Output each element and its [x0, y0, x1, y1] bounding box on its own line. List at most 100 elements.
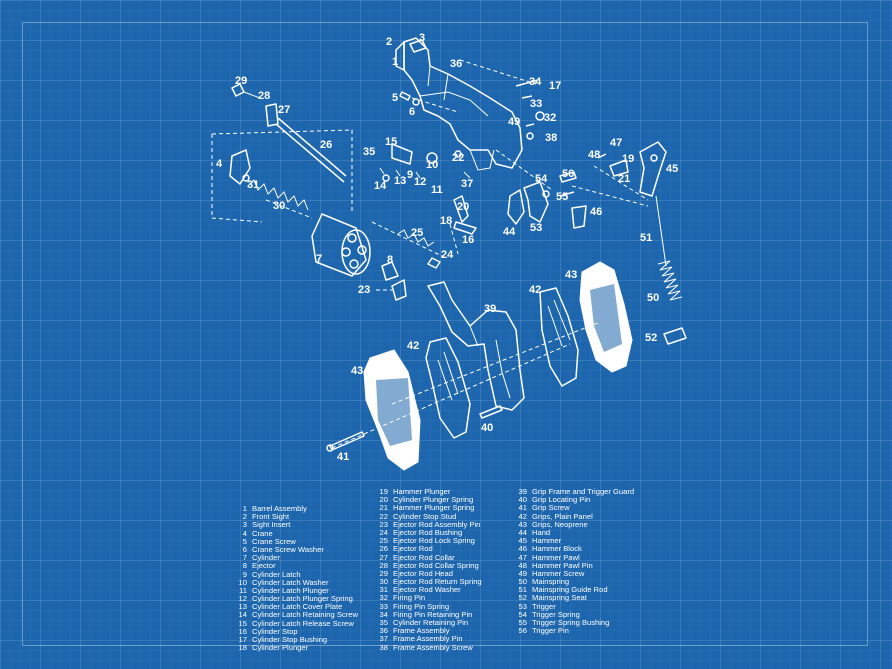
legend-entry-number: 34 [379, 609, 388, 619]
label-50: 50 [647, 292, 659, 304]
part-grip-plain-left [425, 337, 471, 439]
legend-entry-name: Hammer Plunger Spring [393, 503, 475, 513]
legend-entry-number: 15 [238, 618, 247, 628]
legend-entry-name: Grips, Plain Panel [532, 511, 593, 521]
legend-entry-name: Grip Screw [532, 503, 570, 513]
legend-entry-number: 32 [379, 593, 388, 603]
legend-entry-number: 30 [379, 577, 388, 587]
legend-entry-number: 20 [379, 495, 388, 505]
legend-entry-name: Front Sight [252, 512, 290, 522]
legend-entry-number: 43 [518, 519, 527, 529]
label-16: 16 [462, 234, 474, 246]
label-24: 24 [441, 249, 454, 261]
label-23: 23 [358, 284, 370, 296]
legend-entry-name: Frame Assembly [393, 626, 450, 636]
label-34: 34 [529, 76, 542, 88]
legend-entry-number: 46 [518, 544, 527, 554]
legend-entry-name: Crane [252, 528, 273, 538]
legend-entry-name: Cylinder Stop Bushing [252, 635, 328, 644]
legend-entry-name: Hammer [532, 536, 562, 546]
legend-entry: 1 Barrel Assembly [233, 504, 358, 513]
legend-entry-name: Barrel Assembly [252, 504, 307, 513]
label-42a: 42 [407, 340, 419, 352]
legend-entry: 26 Ejector Rod [374, 545, 482, 553]
legend-entry-name: Firing Pin [393, 593, 426, 603]
legend-entry-name: Trigger Spring Bushing [532, 618, 610, 627]
legend-entry-name: Cylinder Latch Retaining Screw [252, 610, 358, 620]
label-41: 41 [337, 451, 349, 463]
legend-entry-name: Grip Locating Pin [532, 495, 591, 505]
label-44: 44 [503, 226, 516, 238]
legend-entry-number: 18 [238, 643, 247, 653]
legend-entry-number: 27 [379, 552, 388, 562]
legend-entry-name: Cylinder Retaining Pin [393, 618, 469, 627]
legend-entry: 18 Cylinder Plunger [233, 643, 358, 653]
legend-entry-name: Ejector Rod [393, 544, 433, 554]
legend-entry-name: Sight Insert [252, 520, 291, 530]
part-ejector [381, 261, 407, 301]
legend-entry-number: 35 [379, 618, 388, 627]
legend-entry-name: Ejector Rod Lock Spring [393, 536, 475, 546]
part-trigger-group [507, 171, 587, 229]
legend-entry-number: 37 [379, 634, 388, 644]
part-crane [229, 149, 251, 185]
legend-entry-name: Cylinder Plunger [252, 643, 309, 653]
legend-entry-number: 38 [379, 642, 388, 652]
label-14: 14 [374, 180, 387, 192]
part-grip-neoprene-left [363, 349, 421, 471]
label-47: 47 [610, 137, 622, 149]
label-5: 5 [392, 92, 398, 104]
legend-entry-name: Cylinder Stop [252, 626, 298, 636]
label-49: 49 [508, 116, 520, 128]
label-42b: 42 [529, 284, 541, 296]
legend-entry-name: Hammer Plunger [393, 487, 451, 496]
label-40: 40 [481, 422, 493, 434]
legend-entry-number: 25 [379, 536, 388, 546]
legend-entry-name: Cylinder Latch [252, 569, 301, 579]
part-grip-neoprene-right [579, 261, 633, 373]
legend-entry-number: 2 [242, 512, 247, 522]
label-10: 10 [426, 159, 438, 171]
legend-entry-name: Trigger Pin [532, 626, 569, 636]
label-54: 54 [535, 173, 548, 185]
part-labels: 1 2 3 4 5 6 7 8 9 10 11 12 13 14 15 16 1… [216, 32, 678, 463]
label-31: 31 [247, 179, 259, 191]
label-26: 26 [320, 139, 332, 151]
legend-entry: 21 Hammer Plunger Spring [374, 504, 482, 512]
part-crane-screw [399, 91, 420, 106]
sheet-border [22, 22, 868, 646]
legend-entry: 36 Frame Assembly [374, 626, 482, 636]
legend-entry-number: 36 [379, 626, 388, 636]
legend-entry-name: Hammer Block [532, 544, 582, 554]
part-cylinder-stop-group [453, 150, 477, 235]
label-27: 27 [278, 104, 290, 116]
legend-entry-number: 1 [242, 504, 247, 513]
legend-entry-number: 26 [379, 544, 388, 554]
label-39: 39 [484, 303, 496, 315]
legend-entry-name: Grips, Neoprene [532, 519, 588, 529]
legend-entry-number: 47 [518, 552, 527, 562]
legend-entry-number: 7 [242, 553, 247, 563]
legend-entry-number: 21 [379, 503, 388, 513]
label-12: 12 [414, 176, 426, 188]
legend-entry-name: Cylinder Latch Cover Plate [252, 602, 343, 612]
label-43a: 43 [351, 365, 363, 377]
